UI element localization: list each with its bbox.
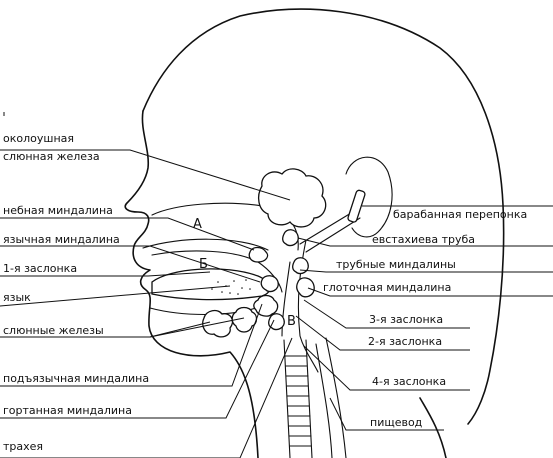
salivary-gland-shape-2 — [231, 306, 258, 333]
trachea-outline — [283, 339, 313, 458]
parotid-gland-shape — [257, 168, 327, 228]
label-trachea: трахея — [3, 440, 43, 453]
label-palatine-tonsil: небная миндалина — [3, 204, 113, 217]
hard-palate — [142, 238, 269, 251]
face-profile — [124, 110, 259, 458]
back-of-neck — [419, 397, 447, 458]
label-laryngeal-tonsil: гортанная миндалина — [3, 404, 132, 417]
ear — [345, 156, 393, 238]
laryngeal-tonsil-shape — [268, 313, 285, 331]
label-parotid-line1: околоушная — [3, 132, 74, 145]
label-valve-1: 1-я заслонка — [3, 262, 77, 275]
label-eustachian-tube: евстахиева труба — [372, 233, 475, 246]
region-b-label: Б — [199, 257, 208, 272]
eardrum-shape — [347, 189, 366, 223]
label-salivary-glands: слюнные железы — [3, 324, 104, 337]
tongue-stipple — [211, 279, 251, 295]
leader-lines — [0, 112, 553, 458]
head-outline — [142, 8, 505, 425]
label-sublingual-tonsil: подъязычная миндалина — [3, 372, 149, 385]
label-valve-4: 4-я заслонка — [372, 375, 446, 388]
pharynx-front-wall — [281, 261, 291, 337]
label-lingual-tonsil: язычная миндалина — [3, 233, 120, 246]
pharyngeal-tonsil-shape-1 — [292, 257, 309, 275]
region-a-label: А — [193, 217, 202, 232]
region-v-label: В — [287, 314, 296, 329]
eustachian-tube-shape — [299, 209, 361, 253]
label-pharyngeal-tonsil: глоточная миндалина — [323, 281, 451, 294]
label-tongue: язык — [3, 291, 31, 304]
trachea-rings — [284, 355, 312, 447]
label-tubal-tonsils: трубные миндалины — [336, 258, 456, 271]
tubal-tonsil-shape — [282, 229, 299, 247]
pharyngeal-tonsil-shape-2 — [296, 277, 315, 298]
salivary-gland-shape-3 — [253, 294, 279, 317]
label-eardrum: барабанная перепонка — [393, 208, 527, 221]
tongue-shape — [151, 268, 271, 301]
palatine-tonsil-shape — [248, 246, 269, 263]
label-valve-2: 2-я заслонка — [368, 335, 442, 348]
label-esophagus: пищевод — [370, 416, 423, 429]
label-parotid-line2: слюнная железа — [3, 150, 100, 163]
esophagus-outline — [315, 337, 347, 458]
label-valve-3: 3-я заслонка — [369, 313, 443, 326]
lingual-tonsil-shape — [260, 275, 279, 293]
